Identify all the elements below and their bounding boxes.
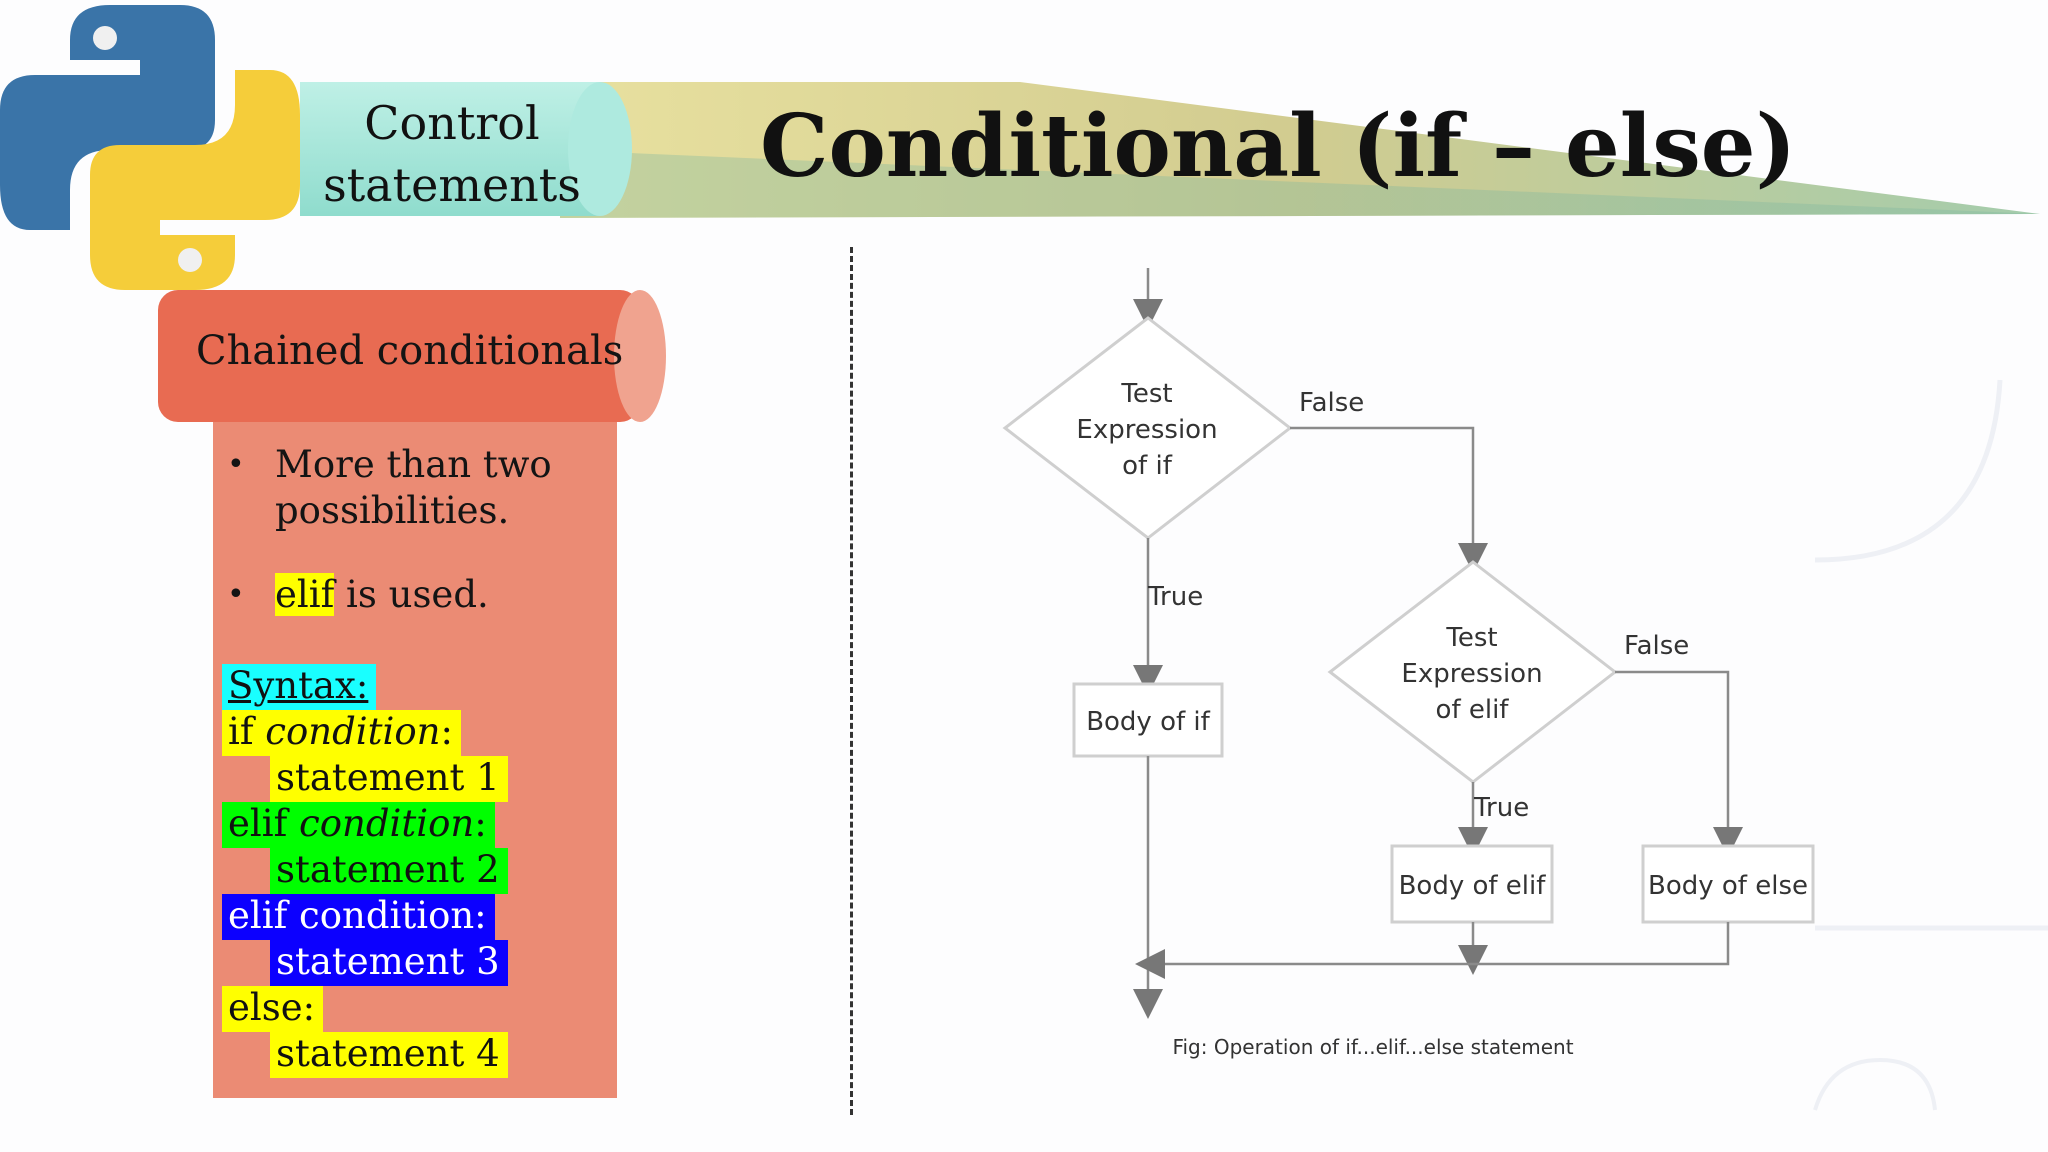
- code-line-statement-3: statement 3: [270, 940, 508, 986]
- false-branch-1: [1290, 426, 1488, 573]
- flowchart-caption: Fig: Operation of if...elif...else state…: [1172, 1035, 1573, 1059]
- body-of-else-box: [1641, 844, 1815, 924]
- bullet-dot-icon: •: [227, 447, 245, 482]
- elif-keyword-highlight: elif: [275, 573, 335, 616]
- bullet-dot-icon: •: [227, 577, 245, 612]
- decision-if-line3: of if: [1122, 451, 1173, 481]
- code-line-else: else:: [222, 986, 324, 1032]
- true-label-2: True: [1473, 793, 1529, 823]
- python-logo-icon: [0, 5, 300, 290]
- section-label: Control statements: [292, 92, 612, 216]
- false-label-1: False: [1299, 388, 1364, 418]
- bullet-text: is used.: [346, 573, 489, 616]
- code-line-statement-4: statement 4: [270, 1032, 508, 1078]
- divider-line: [850, 247, 853, 1115]
- slide-title: Conditional (if – else): [760, 96, 1797, 197]
- code-line-statement-1: statement 1: [270, 756, 508, 802]
- code-line-if: if condition:: [222, 710, 461, 756]
- decision-if-line1: Test: [1120, 379, 1172, 409]
- true-label-1: True: [1147, 582, 1203, 612]
- panel-heading: Chained conditionals: [196, 328, 624, 374]
- body-of-if-label: Body of if: [1086, 707, 1210, 737]
- bullet-text: More than two possibilities.: [275, 443, 552, 532]
- syntax-label: Syntax:: [222, 664, 377, 710]
- section-label-line2: statements: [323, 158, 581, 212]
- decision-elif-line1: Test: [1445, 623, 1497, 653]
- code-line-elif: elif condition:: [222, 802, 495, 848]
- decision-elif-line3: of elif: [1436, 695, 1510, 725]
- body-of-else-label: Body of else: [1648, 871, 1808, 901]
- decision-elif-line2: Expression: [1401, 659, 1542, 689]
- body-of-elif-label: Body of elif: [1399, 871, 1547, 901]
- code-line-statement-2: statement 2: [270, 848, 508, 894]
- decision-if-line2: Expression: [1076, 415, 1217, 445]
- false-branch-2: [1615, 670, 1743, 857]
- merge-line: [1135, 922, 1730, 979]
- false-label-2: False: [1624, 631, 1689, 661]
- section-label-line1: Control: [364, 96, 540, 150]
- code-line-elif-2: elif condition:: [222, 894, 495, 940]
- body-of-if-box: [1072, 682, 1224, 758]
